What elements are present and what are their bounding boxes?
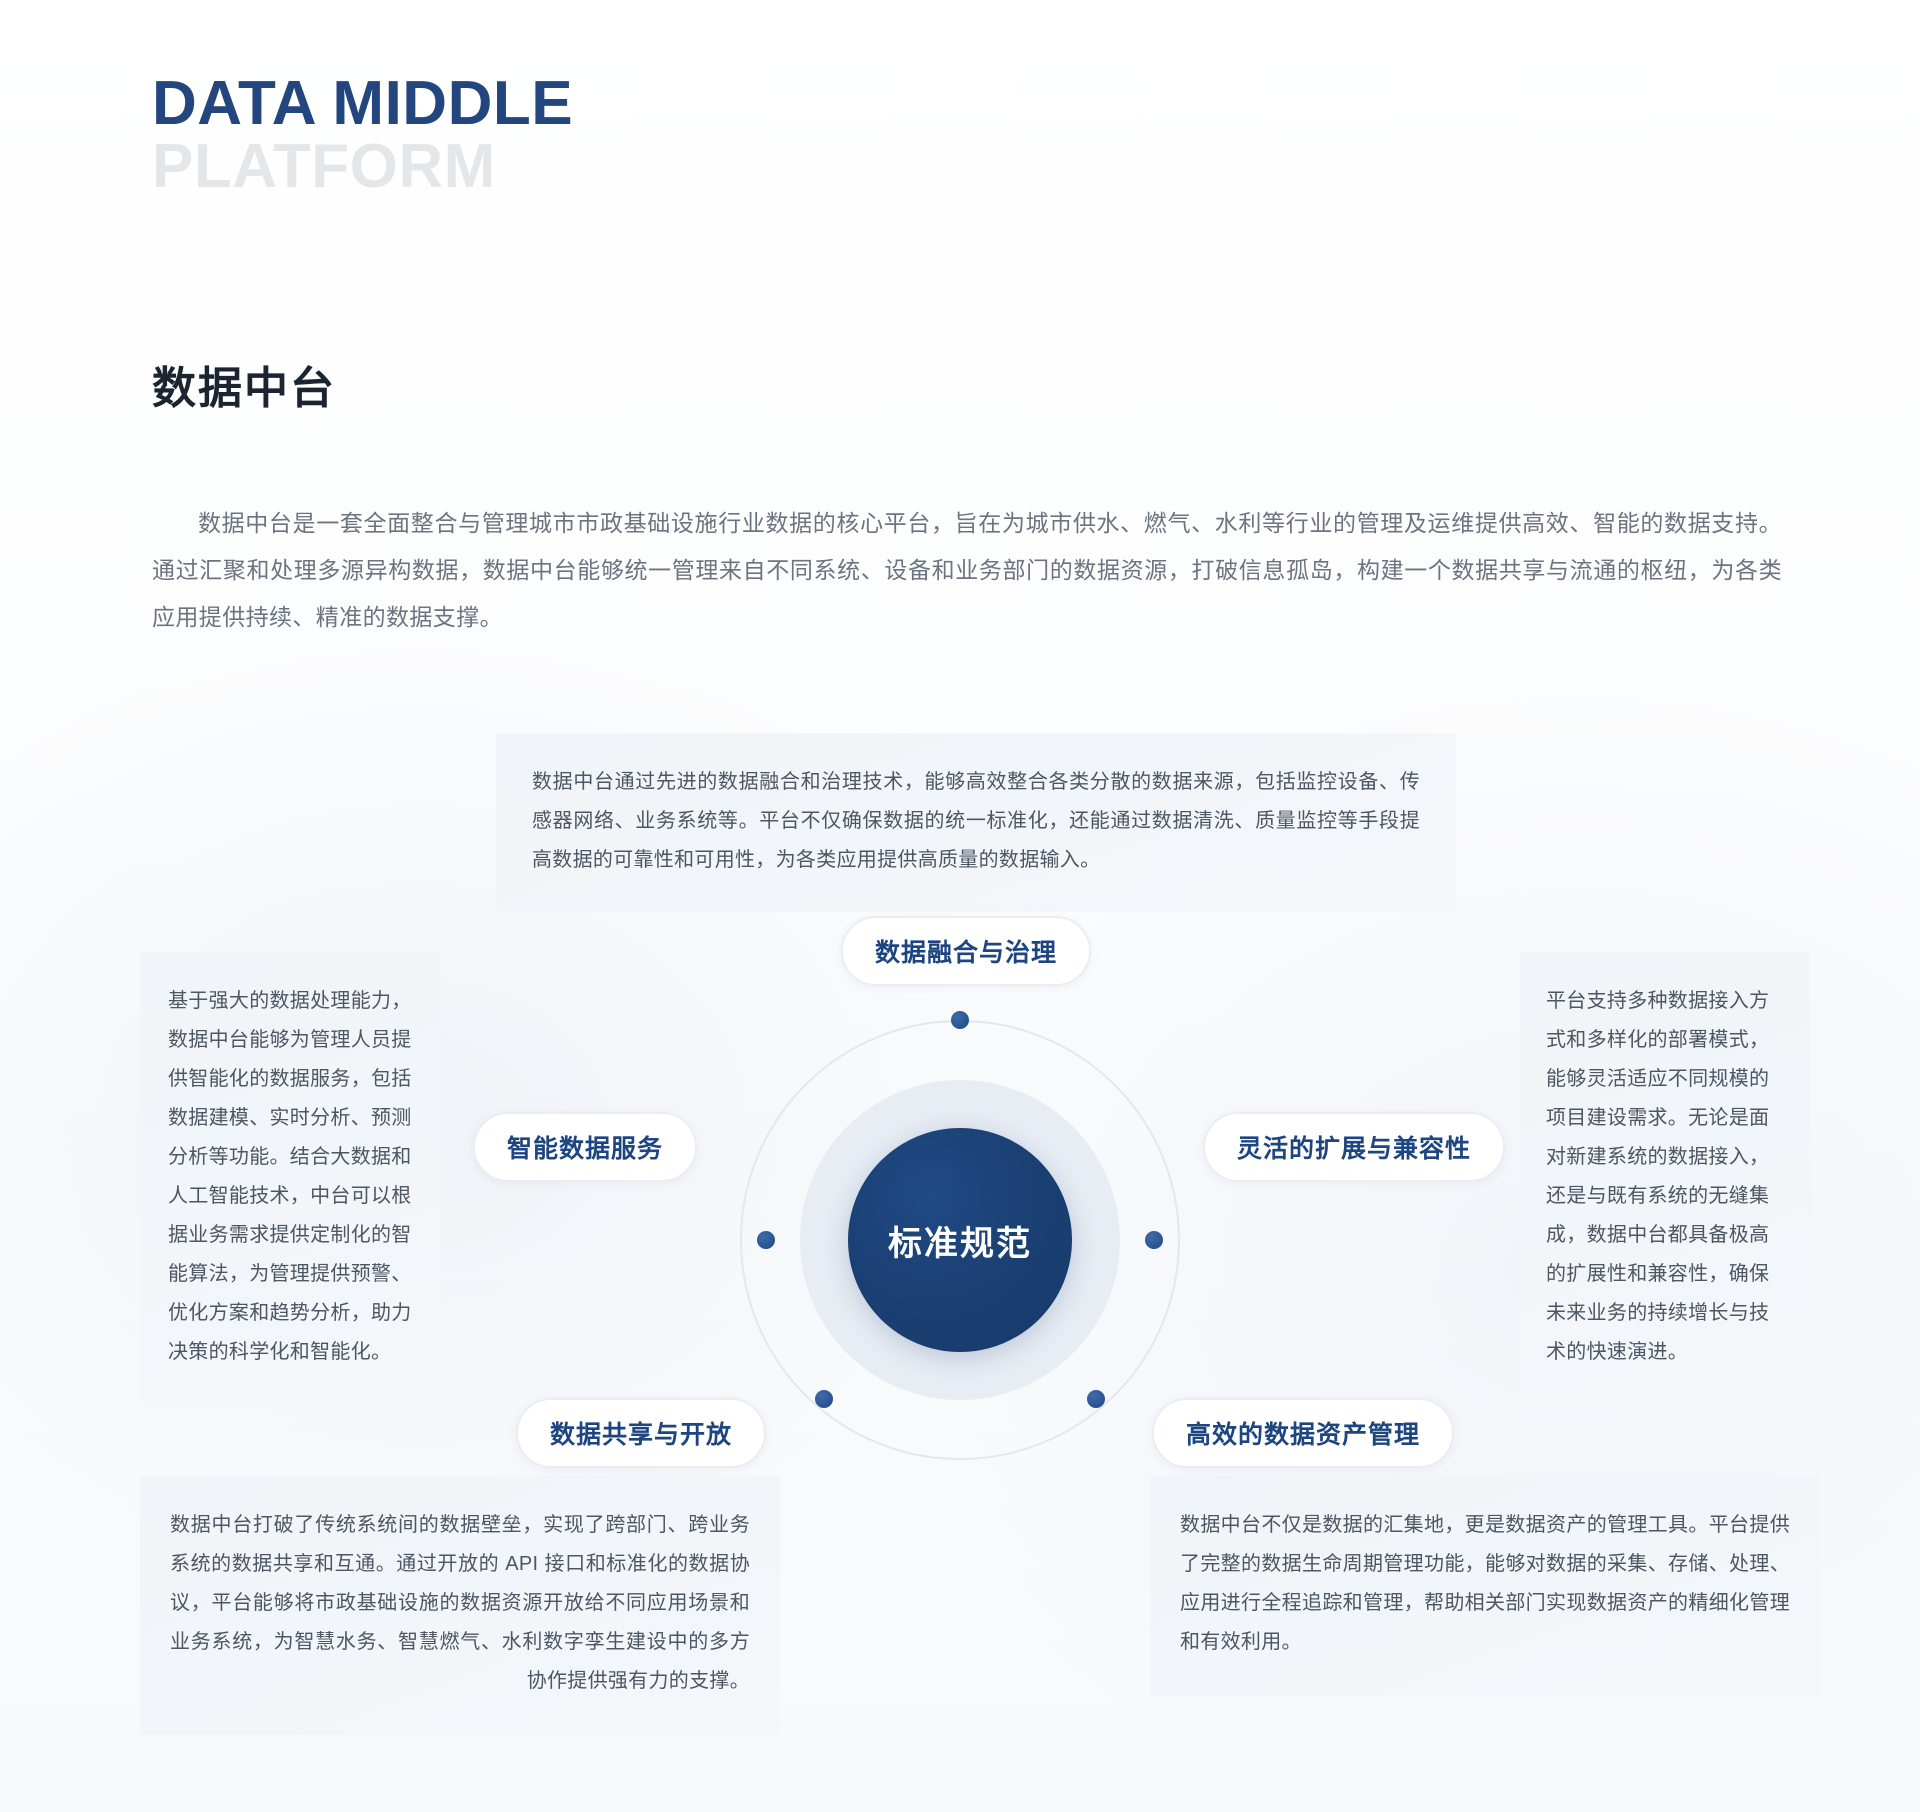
intro-paragraph: 数据中台是一套全面整合与管理城市市政基础设施行业数据的核心平台，旨在为城市供水、… [152, 510, 1782, 631]
panel-data-fusion-governance: 数据中台通过先进的数据融合和治理技术，能够高效整合各类分散的数据来源，包括监控设… [496, 733, 1456, 912]
node-dot-left-icon [757, 1231, 775, 1249]
pill-flexible-extension-compatibility[interactable]: 灵活的扩展与兼容性 [1203, 1112, 1506, 1182]
pill-data-sharing-openness[interactable]: 数据共享与开放 [516, 1398, 767, 1468]
node-dot-right-icon [1145, 1231, 1163, 1249]
panel-data-sharing-openness: 数据中台打破了传统系统间的数据壁垒，实现了跨部门、跨业务系统的数据共享和互通。通… [140, 1476, 780, 1735]
eyebrow-heading: DATA MIDDLE PLATFORM [152, 69, 574, 202]
panel-flexible-extension-compatibility: 平台支持多种数据接入方式和多样化的部署模式，能够灵活适应不同规模的项目建设需求。… [1520, 952, 1810, 1402]
node-dot-top-icon [951, 1011, 969, 1029]
pill-data-fusion-governance[interactable]: 数据融合与治理 [841, 916, 1092, 986]
panel-data-asset-management: 数据中台不仅是数据的汇集地，更是数据资产的管理工具。平台提供了完整的数据生命周期… [1150, 1476, 1820, 1696]
node-dot-bottom-left-icon [815, 1390, 833, 1408]
core-label: 标准规范 [888, 1224, 1032, 1263]
panel-intelligent-data-service: 基于强大的数据处理能力，数据中台能够为管理人员提供智能化的数据服务，包括数据建模… [140, 952, 440, 1402]
core-circle: 标准规范 [848, 1128, 1072, 1352]
central-diagram: 标准规范 [700, 980, 1220, 1500]
eyebrow-line-one: DATA MIDDLE [152, 69, 574, 138]
eyebrow-line-two: PLATFORM [152, 132, 496, 202]
pill-intelligent-data-service[interactable]: 智能数据服务 [473, 1112, 698, 1182]
node-dot-bottom-right-icon [1087, 1390, 1105, 1408]
page-title: 数据中台 [152, 364, 336, 413]
pill-data-asset-management[interactable]: 高效的数据资产管理 [1152, 1398, 1455, 1468]
